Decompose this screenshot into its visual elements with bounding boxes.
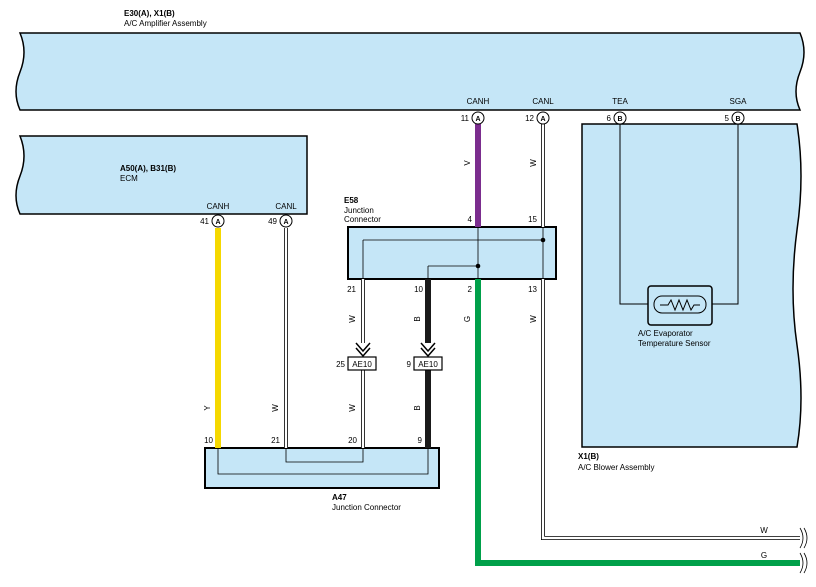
sensor-lead-tea xyxy=(619,124,648,305)
pin-number: 9 xyxy=(418,436,423,445)
pin-number: 13 xyxy=(528,285,537,294)
e58-splice-dot xyxy=(475,263,481,269)
resistor-zigzag xyxy=(660,298,700,312)
wire-color-label: W xyxy=(529,159,538,167)
pin-circles xyxy=(211,111,745,228)
wire-color-label: W xyxy=(348,404,357,412)
a47-body xyxy=(204,447,440,489)
pin-number: 6 xyxy=(607,114,612,123)
blower-id: X1(B) xyxy=(578,452,599,461)
e58-splice-dot xyxy=(540,237,546,243)
a47-internal xyxy=(217,448,429,475)
a47-name: Junction Connector xyxy=(332,503,401,512)
pin-letter: A xyxy=(215,219,220,226)
sensor-box xyxy=(647,285,713,326)
wire-color-label: W xyxy=(271,404,280,412)
wire-color-label: W xyxy=(760,526,768,535)
pin-letter: A xyxy=(283,219,288,226)
ae10-pin-number: 9 xyxy=(407,360,412,369)
pin-number: 12 xyxy=(525,114,534,123)
wire-color-label: W xyxy=(529,315,538,323)
ae10-box xyxy=(413,356,443,371)
signal-name: CANL xyxy=(532,97,554,106)
ecm-name: ECM xyxy=(120,174,138,183)
ae10-box xyxy=(347,356,377,371)
pin-number: 20 xyxy=(348,436,357,445)
ae10-label: AE10 xyxy=(418,360,438,369)
pin-number: 49 xyxy=(268,217,277,226)
pin-number: 41 xyxy=(200,217,209,226)
signal-name: CANH xyxy=(467,97,490,106)
signal-name: TEA xyxy=(612,97,628,106)
e58-body xyxy=(347,226,557,280)
pin-number: 11 xyxy=(461,114,470,123)
e58-internal xyxy=(362,227,544,279)
pin-letter: B xyxy=(735,116,740,123)
a47-id: A47 xyxy=(332,493,347,502)
pin-number: 2 xyxy=(468,285,473,294)
pin-number: 10 xyxy=(204,436,213,445)
wire-color-label: B xyxy=(413,316,422,321)
signal-name: CANL xyxy=(275,202,297,211)
signal-name: SGA xyxy=(730,97,748,106)
pin-number: 21 xyxy=(271,436,280,445)
thermistor-icon xyxy=(653,295,707,314)
pin-letter: A xyxy=(475,116,480,123)
pin-number: 21 xyxy=(347,285,356,294)
ae10-label: AE10 xyxy=(352,360,372,369)
amplifier-body xyxy=(15,32,805,111)
pin-letter: B xyxy=(617,116,622,123)
pin-number: 4 xyxy=(468,215,473,224)
wire-13-white xyxy=(541,279,800,540)
wire-color-label: Y xyxy=(203,405,212,411)
sensor-name: A/C Evaporator xyxy=(638,329,693,338)
wire-color-label: B xyxy=(413,405,422,410)
wire-break-mark xyxy=(799,527,808,574)
e58-name: Junction xyxy=(344,206,374,215)
blower-name: A/C Blower Assembly xyxy=(578,463,654,472)
wire-color-label: G xyxy=(463,316,472,322)
amplifier-name: A/C Amplifier Assembly xyxy=(124,19,207,28)
wire-color-label: W xyxy=(348,315,357,323)
pin-number: 10 xyxy=(414,285,423,294)
ae10-connector-icon xyxy=(355,342,436,358)
sensor-lead-sga xyxy=(712,124,739,305)
wire-2-green xyxy=(475,279,800,566)
ecm-body xyxy=(15,135,308,215)
pin-number: 15 xyxy=(528,215,537,224)
pin-number: 5 xyxy=(725,114,730,123)
ae10-pin-number: 25 xyxy=(336,360,345,369)
wire-color-label: V xyxy=(463,160,472,166)
amplifier-id: E30(A), X1(B) xyxy=(124,9,175,18)
wire-color-label: G xyxy=(761,551,767,560)
e58-id: E58 xyxy=(344,196,359,205)
ecm-id: A50(A), B31(B) xyxy=(120,164,176,173)
pin-letter: A xyxy=(540,116,545,123)
sensor-name: Temperature Sensor xyxy=(638,339,711,348)
e58-name: Connector xyxy=(344,215,381,224)
signal-name: CANH xyxy=(207,202,230,211)
